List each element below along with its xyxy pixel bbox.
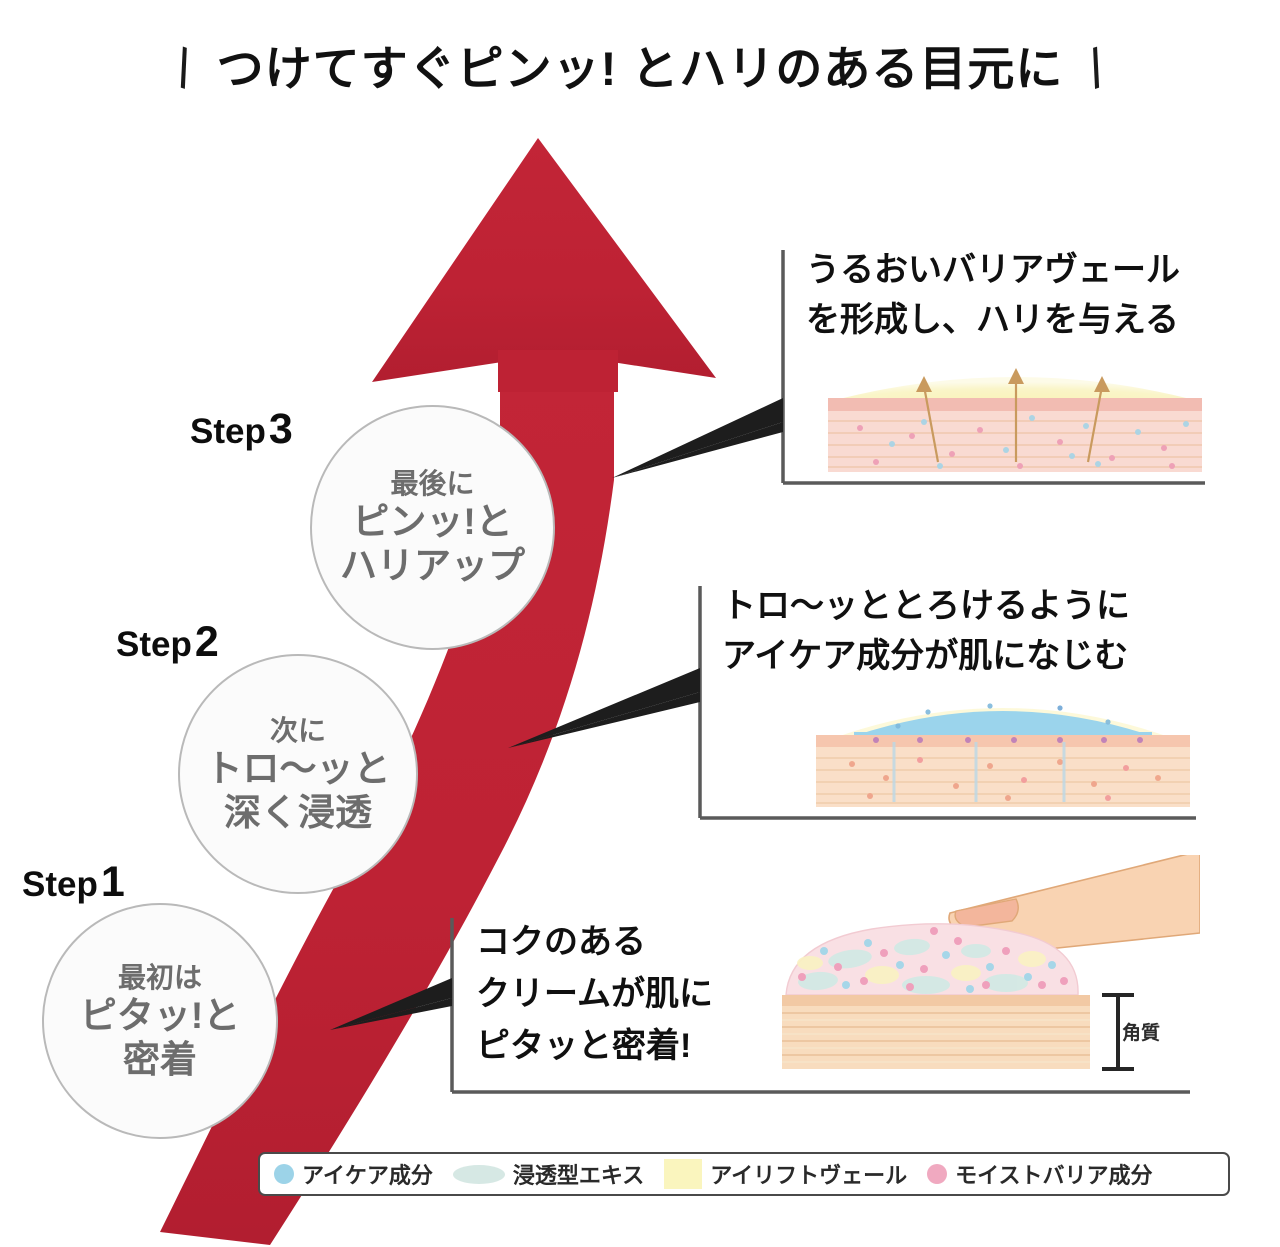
legend-swatch-rect-yellow-icon <box>664 1159 703 1189</box>
step-3-label-number: 3 <box>268 405 293 453</box>
step-3-callout-line1: うるおいバリアヴェール <box>806 251 1180 289</box>
legend-swatch-circle-pink-icon <box>927 1164 948 1184</box>
step-1-bubble: 最初は ピタッ!と 密着 <box>42 903 278 1139</box>
stratum-corneum-label: 角質 <box>1122 1023 1161 1044</box>
skin-diagram-absorb <box>816 703 1190 807</box>
step-1-bubble-line3: 密着 <box>123 1038 197 1080</box>
legend-item-eye-lift-veil: アイリフトヴェール <box>664 1158 907 1190</box>
step-2-label-prefix: Step <box>116 625 192 664</box>
step-2-bubble-line1: 次に <box>269 714 326 746</box>
step-3-label-prefix: Step <box>190 412 266 451</box>
legend-item-penetrating-extract: 浸透型エキス <box>452 1158 645 1190</box>
stratum-corneum-measure <box>1102 993 1134 1071</box>
headline-text: つけてすぐピンッ! とハリのある目元に <box>216 42 1064 96</box>
legend-swatch-circle-blue-icon <box>274 1164 294 1184</box>
legend: アイケア成分 浸透型エキス アイリフトヴェール モイストバリア成分 <box>258 1152 1230 1196</box>
skin-diagram-cream <box>782 855 1200 1071</box>
legend-label-eye-care: アイケア成分 <box>302 1163 433 1188</box>
step-1-label-number: 1 <box>100 858 125 906</box>
step-2-bubble: 次に トロ〜ッと 深く浸透 <box>178 654 418 894</box>
step-3-bubble-line2: ピンッ!と <box>352 501 513 543</box>
page-title: \ つけてすぐピンッ! とハリのある目元に / <box>0 38 1280 100</box>
step-3-bubble-line1: 最後に <box>390 468 475 500</box>
step-3-bubble-line3: ハリアップ <box>340 545 525 587</box>
legend-swatch-ellipse-teal-icon <box>452 1164 505 1184</box>
step-1-callout-line2: クリームが肌に <box>476 975 713 1013</box>
step-1-callout-line3: ピタッと密着! <box>476 1027 692 1065</box>
step-2-bubble-line2: トロ〜ッと <box>205 747 391 789</box>
legend-item-moist-barrier: モイストバリア成分 <box>927 1158 1153 1190</box>
step-1-bubble-line1: 最初は <box>117 961 202 993</box>
skin-diagram-veil <box>828 368 1202 472</box>
legend-label-penetrating-extract: 浸透型エキス <box>512 1163 645 1188</box>
step-1-bubble-line2: ピタッ!と <box>79 994 241 1036</box>
step-2-label-number: 2 <box>194 618 219 666</box>
step-3-label: Step3 <box>190 405 293 454</box>
step-3-bubble: 最後に ピンッ!と ハリアップ <box>310 405 555 650</box>
step-3-callout-line2: を形成し、ハリを与える <box>806 301 1179 339</box>
legend-label-eye-lift-veil: アイリフトヴェール <box>710 1163 908 1188</box>
step-1-callout-line1: コクのある <box>476 923 646 961</box>
legend-label-moist-barrier: モイストバリア成分 <box>955 1163 1153 1188</box>
legend-item-eye-care: アイケア成分 <box>274 1158 433 1190</box>
step-1-label: Step1 <box>22 858 125 907</box>
step-2-bubble-line3: 深く浸透 <box>224 791 372 833</box>
step-2-callout-line1: トロ〜ッととろけるように <box>722 587 1130 625</box>
step-2-callout-line2: アイケア成分が肌になじむ <box>722 637 1129 675</box>
step-1-label-prefix: Step <box>22 865 98 904</box>
step-2-label: Step2 <box>116 618 219 667</box>
